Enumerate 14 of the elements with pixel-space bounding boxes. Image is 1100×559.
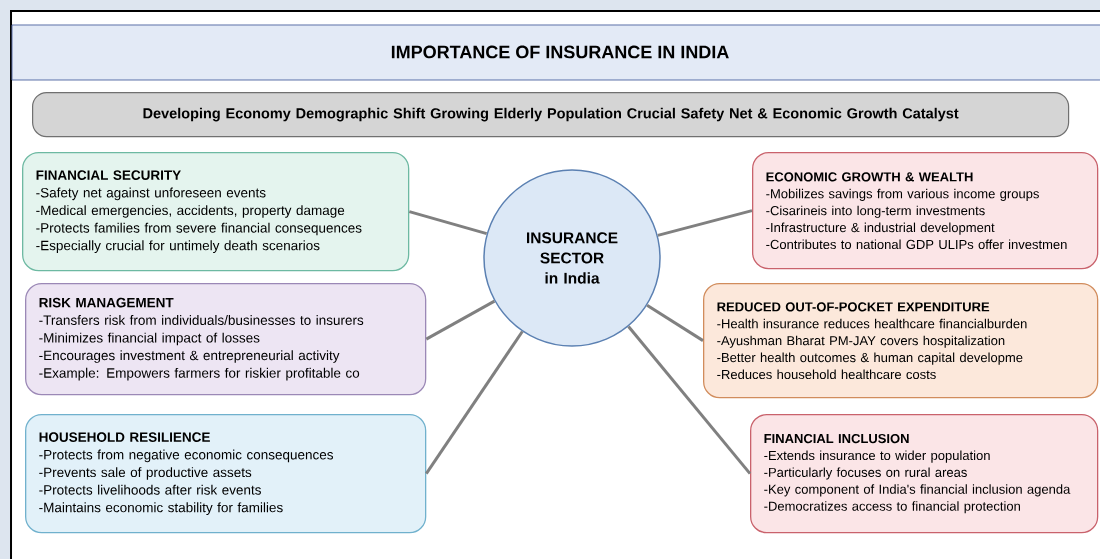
topic-box: FINANCIAL SECURITY -Safety net against unforeseen events -Medical emergencies, accidents, property damage -Protects families from severe financial consequences -Especially crucial for untimely death scenarios xyxy=(22,152,410,272)
banner-box: Developing Economy Demographic Shift Growing Elderly Population Crucial Safety Net & Economic Growth Catalyst xyxy=(32,92,1070,138)
title-band: IMPORTANCE OF INSURANCE IN INDIA xyxy=(11,24,1100,81)
connector-line xyxy=(425,299,496,341)
connector-line xyxy=(627,325,752,475)
connector-line xyxy=(646,304,704,342)
topic-box: RISK MANAGEMENT -Transfers risk from individuals/businesses to insurers -Minimizes financial impact of losses -Encourages investment & entrepreneurial activity -Example: Empowers farmers for riskier profitable co xyxy=(25,283,427,396)
topic-box: REDUCED OUT-OF-POCKET EXPENDITURE -Health insurance reduces healthcare financialburden -Ayushman Bharat PM-JAY covers hospitalization -Better health outcomes & human capital developme -Reduces household healthcare costs xyxy=(703,283,1099,399)
topic-box: HOUSEHOLD RESILIENCE -Protects from negative economic consequences -Prevents sale of productive assets -Protects livelihoods after risk events -Maintains economic stability for families xyxy=(25,414,427,534)
topic-box: ECONOMIC GROWTH & WEALTH -Mobilizes savings from various income groups -Cisarineis into long-term investments -Infrastructure & industrial development -Contributes to national GDP ULIPs offer investmen xyxy=(752,152,1099,270)
topic-box: FINANCIAL INCLUSION -Extends insurance to wider population -Particularly focuses on rural areas -Key component of India's financial inclusion agenda -Democratizes access to financial protection xyxy=(750,414,1099,534)
connector-line xyxy=(657,209,753,237)
connector-line xyxy=(408,210,488,236)
connector-line xyxy=(425,330,524,475)
